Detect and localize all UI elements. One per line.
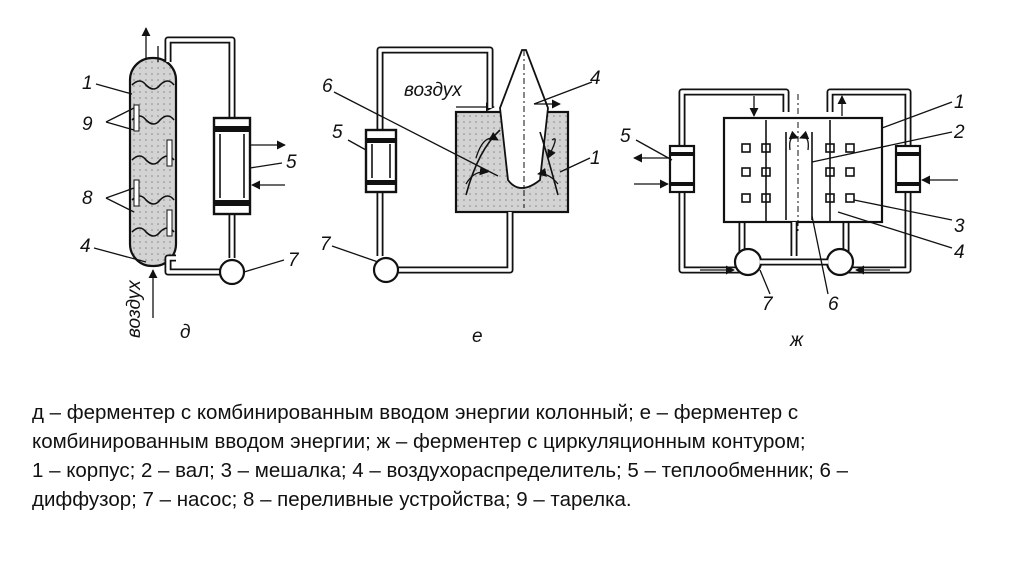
zh-panel-label: ж [789, 330, 804, 351]
d-callout-1: 1 [82, 73, 93, 94]
zh-callout-5: 5 [620, 126, 631, 147]
d-callout-5: 5 [286, 152, 297, 173]
zh-callout-4: 4 [954, 242, 965, 263]
d-callout-7: 7 [288, 250, 300, 271]
pump [218, 258, 246, 286]
diagram-d: 1 9 8 4 5 7 воздух д [80, 27, 300, 343]
caption-line: комбинированным вводом энергии; ж – ферм… [32, 430, 806, 453]
d-air-label: воздух [124, 279, 145, 338]
zh-callout-1: 1 [954, 92, 965, 113]
caption-line: 1 – корпус; 2 – вал; 3 – мешалка; 4 – во… [32, 459, 848, 482]
pump-right [825, 247, 855, 277]
fermenter-diagrams: 1 9 8 4 5 7 воздух д [80, 27, 965, 351]
caption-line: диффузор; 7 – насос; 8 – переливные устр… [32, 488, 632, 511]
e-panel-label: е [472, 326, 483, 347]
d-callout-8: 8 [82, 188, 93, 209]
column-vessel [128, 56, 178, 268]
zh-callout-2: 2 [953, 122, 965, 143]
figure-caption: д – ферментер с комбинированным вводом э… [32, 398, 1002, 514]
caption-line: д – ферментер с комбинированным вводом э… [32, 401, 799, 424]
d-callout-4: 4 [80, 236, 91, 257]
e-callout-1: 1 [590, 148, 601, 169]
diffuser [499, 49, 549, 189]
pump-left [733, 247, 763, 277]
diagram-zh: 5 1 2 3 4 7 6 ж [620, 88, 965, 351]
e-callout-7: 7 [320, 234, 332, 255]
d-panel-label: д [180, 322, 191, 343]
e-callout-4: 4 [590, 68, 601, 89]
e-callout-6: 6 [322, 76, 333, 97]
heat-exchanger-left [668, 144, 696, 194]
heat-exchanger [212, 116, 252, 216]
e-callout-5: 5 [332, 122, 343, 143]
heat-exchanger [364, 128, 398, 194]
zh-callout-7: 7 [762, 294, 774, 315]
diagram-e: 6 4 5 1 7 воздух е [320, 46, 601, 347]
heat-exchanger-right [894, 144, 922, 194]
zh-callout-3: 3 [954, 216, 965, 237]
pump [372, 256, 400, 284]
zh-callout-6: 6 [828, 294, 839, 315]
e-air-label: воздух [404, 80, 463, 101]
d-callout-9: 9 [82, 114, 93, 135]
